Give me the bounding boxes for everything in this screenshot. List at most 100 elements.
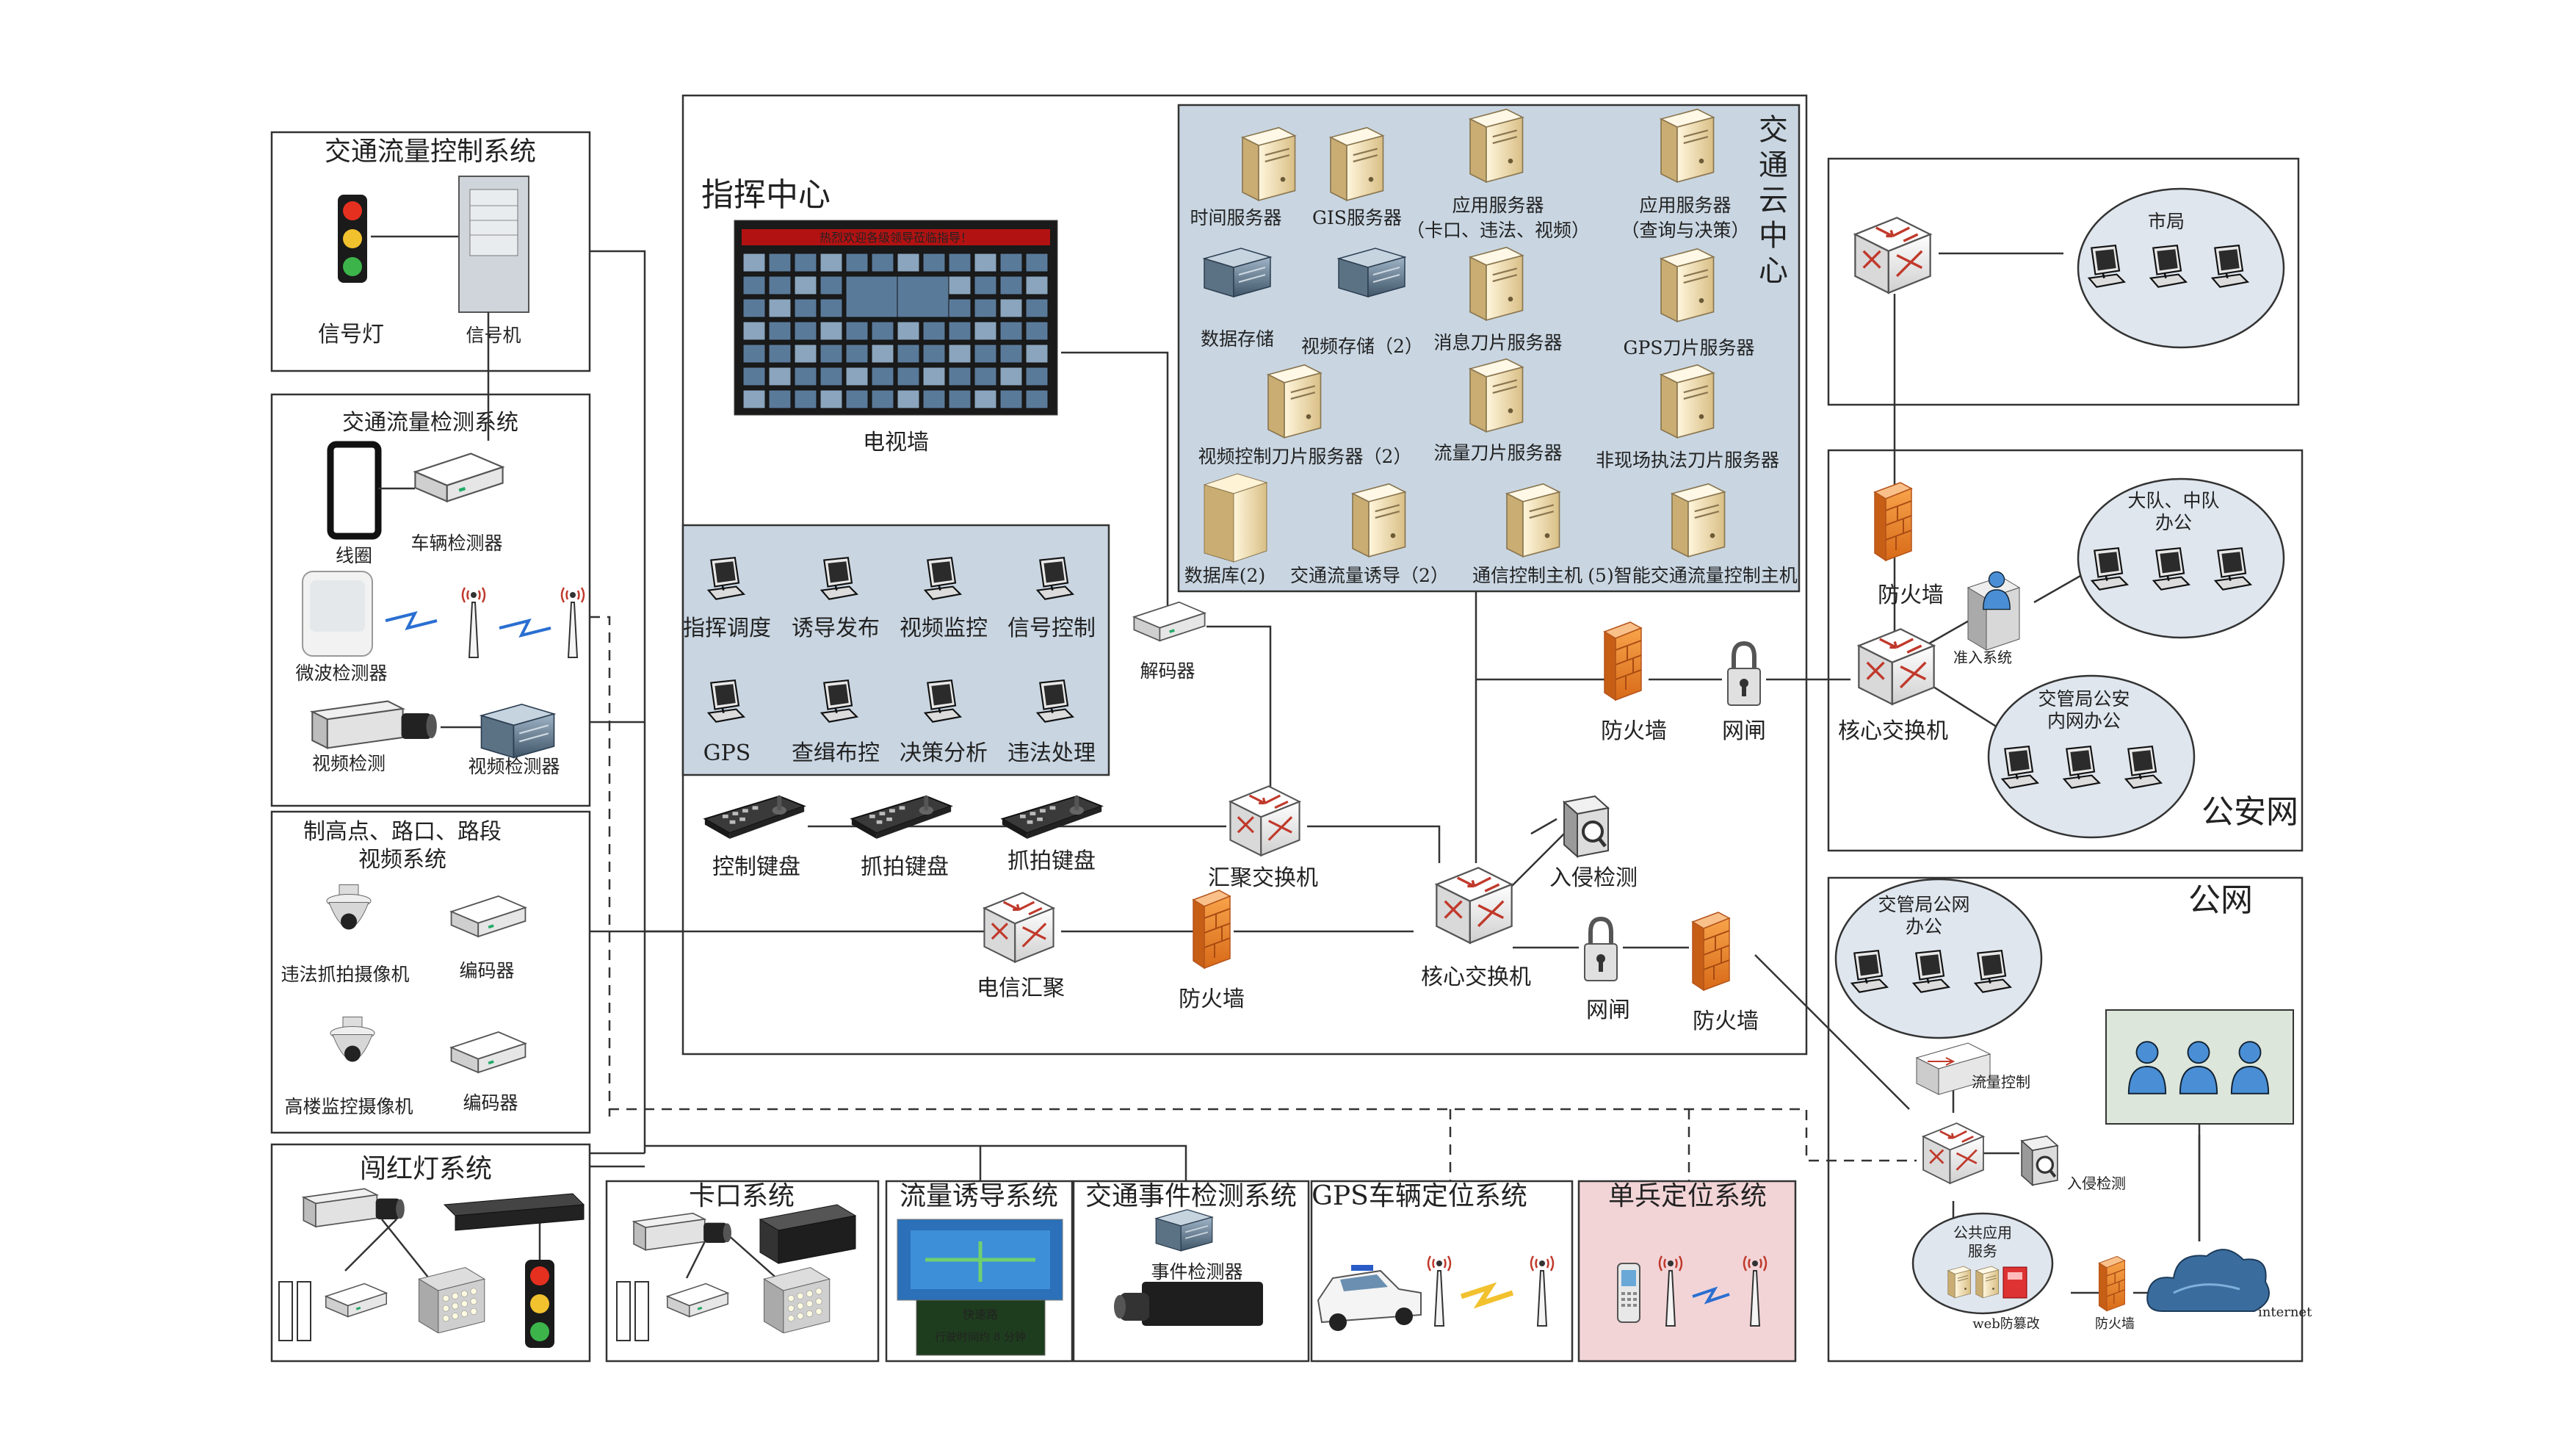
terminal-8[interactable]: 违法处理 xyxy=(1007,679,1096,766)
terminal-7[interactable]: 决策分析 xyxy=(900,679,988,766)
command-terminals-box xyxy=(681,524,1110,776)
core-switch-icon xyxy=(1857,627,1936,706)
brigade-label-1: 大队、中队 xyxy=(2127,490,2219,511)
red-light-title: 闯红灯系统 xyxy=(360,1154,492,1184)
cloud-server-5: 数据存储 xyxy=(1201,248,1274,350)
gateway-lock-icon xyxy=(1728,643,1760,705)
brigade-label-2: 办公 xyxy=(2155,512,2192,533)
coil-icon xyxy=(616,1281,649,1341)
tv-wall-icon: 热烈欢迎各级领导莅临指导！ xyxy=(734,220,1058,416)
server-icon xyxy=(1267,364,1322,439)
traffic-light-icon xyxy=(338,195,367,283)
cloud-server-11: 非现场执法刀片服务器 xyxy=(1596,364,1779,471)
server-icon xyxy=(1671,483,1726,558)
microwave-detector-icon xyxy=(302,571,373,657)
red-light-controller-icon xyxy=(443,1193,585,1231)
aggregation-switch-icon xyxy=(1229,784,1301,857)
terminal-1[interactable]: 指挥调度 xyxy=(683,556,771,641)
capture-keyboard-icon[interactable] xyxy=(1001,795,1103,840)
soldier-system-box xyxy=(1577,1180,1797,1363)
highrise-camera-label: 高楼监控摄像机 xyxy=(284,1096,413,1117)
terminal-label: 查缉布控 xyxy=(792,740,880,766)
core-switch-police-label: 核心交换机 xyxy=(1838,718,1948,744)
microwave-detector-label: 微波检测器 xyxy=(295,663,387,684)
event-detect-box xyxy=(1072,1180,1310,1363)
gateway-mid-label: 网闸 xyxy=(1722,718,1766,744)
server-icon xyxy=(1351,483,1406,558)
server-label: 视频存储（2） xyxy=(1301,336,1423,357)
server-icon xyxy=(1505,483,1560,558)
firewall-icon xyxy=(2098,1255,2126,1312)
gateway-bottom-label: 网闸 xyxy=(1586,998,1630,1023)
control-keyboard-label: 控制键盘 xyxy=(712,854,800,880)
vehicle-detector-icon xyxy=(414,452,504,502)
cloud-server-7: 消息刀片服务器 xyxy=(1433,246,1563,353)
server-sublabel: （查询与决策） xyxy=(1621,220,1749,241)
city-bureau-label: 市局 xyxy=(2148,211,2185,232)
capture-keyboard-icon[interactable] xyxy=(850,795,952,840)
public-net-title: 公网 xyxy=(2188,881,2253,919)
core-switch-cmd-label: 核心交换机 xyxy=(1421,964,1531,990)
firewall-mid-label: 防火墙 xyxy=(1601,718,1667,744)
access-system-icon xyxy=(1967,571,2021,651)
server-sublabel: （卡口、违法、视频） xyxy=(1406,220,1590,241)
terminal-label: 违法处理 xyxy=(1007,740,1096,766)
flow-control-box xyxy=(270,131,591,372)
terminal-3[interactable]: 视频监控 xyxy=(900,556,988,641)
server-icon xyxy=(1469,108,1524,183)
storage-icon xyxy=(1204,248,1271,297)
traffic-control-device-icon xyxy=(1915,1042,1991,1095)
antenna-icon xyxy=(461,586,486,659)
terminal-2[interactable]: 诱导发布 xyxy=(792,556,880,641)
guidance-title: 流量诱导系统 xyxy=(900,1181,1058,1211)
telecom-aggregation-label: 电信汇聚 xyxy=(977,975,1065,1001)
terminal-5[interactable]: GPS xyxy=(703,679,751,766)
wireless-signal-icon xyxy=(1692,1286,1730,1305)
flow-detect-box xyxy=(270,393,591,807)
coil-icon xyxy=(327,441,382,540)
web-tamper-icon xyxy=(2002,1266,2027,1299)
decoder-label: 解码器 xyxy=(1140,660,1195,682)
event-detector-icon xyxy=(1155,1208,1213,1252)
core-switch-icon xyxy=(1435,866,1513,945)
wireless-signal-icon xyxy=(385,611,438,630)
server-label: 应用服务器 xyxy=(1639,195,1731,216)
server-label: 数据存储 xyxy=(1201,328,1274,350)
antenna-icon xyxy=(1530,1255,1555,1327)
terminal-label: 决策分析 xyxy=(900,740,988,766)
firewall-police-label: 防火墙 xyxy=(1878,582,1944,608)
checkpoint-device-icon xyxy=(666,1283,729,1318)
access-system-label: 准入系统 xyxy=(1953,649,2012,666)
cloud-server-10: 流量刀片服务器 xyxy=(1433,358,1563,464)
tv-wall-label: 电视墙 xyxy=(863,430,929,455)
signal-cabinet-icon xyxy=(458,176,529,313)
red-light-device-icon xyxy=(325,1283,388,1318)
terminal-label: 诱导发布 xyxy=(792,616,880,641)
red-light-box xyxy=(270,1143,591,1363)
event-detector-label: 事件检测器 xyxy=(1151,1261,1242,1283)
terminal-6[interactable]: 查缉布控 xyxy=(792,679,880,766)
cloud-server-3: 应用服务器（卡口、违法、视频） xyxy=(1406,108,1590,241)
video-detect-label: 视频检测 xyxy=(312,753,386,774)
handheld-terminal-icon xyxy=(1617,1263,1640,1323)
control-keyboard-icon[interactable] xyxy=(703,795,806,840)
terminal-4[interactable]: 信号控制 xyxy=(1007,556,1096,641)
telecom-aggregation-icon xyxy=(983,891,1055,964)
storage-icon xyxy=(1338,248,1405,297)
encoder-label-2: 编码器 xyxy=(463,1092,518,1114)
server-icon xyxy=(1469,246,1524,321)
firewall-cmd-label: 防火墙 xyxy=(1179,986,1245,1012)
public-users-panel xyxy=(2105,1009,2294,1125)
cloud-server-15: (5)智能交通流量控制主机 xyxy=(1588,483,1798,586)
cloud-server-13: 交通流量诱导（2） xyxy=(1290,483,1449,586)
internet-cloud-icon xyxy=(2146,1249,2270,1312)
public-net-box xyxy=(1827,876,2304,1363)
server-label: GPS刀片服务器 xyxy=(1624,337,1755,358)
public-app-label-1: 公共应用 xyxy=(1953,1224,2012,1241)
encoder-icon xyxy=(450,1031,527,1074)
server-icon xyxy=(1660,364,1715,439)
flow-control-title: 交通流量控制系统 xyxy=(325,137,536,167)
signal-light-label: 信号灯 xyxy=(318,322,384,347)
encoder-icon xyxy=(450,895,527,938)
checkpoint-title: 卡口系统 xyxy=(689,1181,795,1211)
